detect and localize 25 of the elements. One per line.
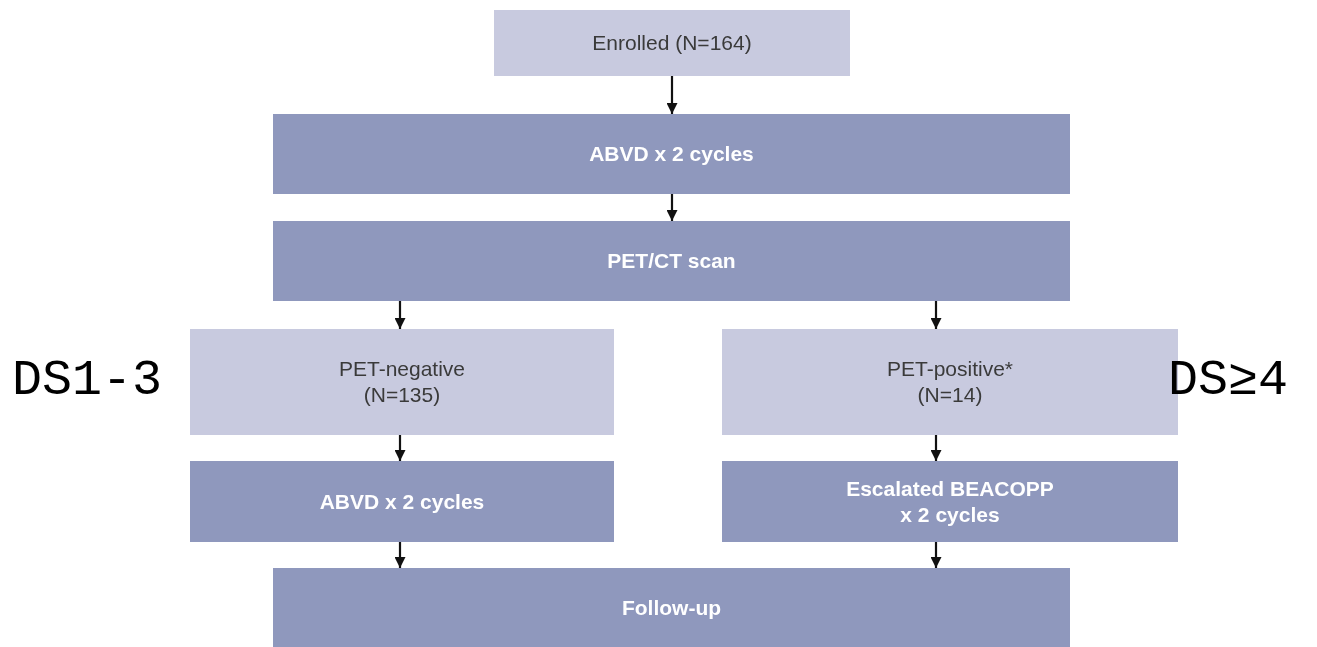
arrow (666, 194, 678, 221)
score-label: DS1-3 (12, 352, 163, 409)
process-box (722, 461, 1178, 542)
arrow (394, 542, 406, 568)
arrow (930, 301, 942, 329)
score-label: DS≥4 (1168, 352, 1289, 409)
arrow (930, 542, 942, 568)
box-label: ABVD x 2 cycles (319, 488, 485, 515)
box-label: PET-positive* (N=14) (885, 356, 1015, 408)
box-label: ABVD x 2 cycles (589, 141, 754, 167)
process-box (190, 329, 614, 435)
arrow (666, 76, 678, 114)
process-box (273, 568, 1070, 647)
box-label: PET-negative (N=135) (337, 356, 467, 408)
process-box (190, 461, 614, 542)
box-label: Enrolled (N=164) (592, 30, 752, 56)
process-box (273, 114, 1070, 194)
process-box (494, 10, 850, 76)
arrow (394, 435, 406, 461)
box-label: Escalated BEACOPP x 2 cycles (845, 475, 1055, 528)
process-box (273, 221, 1070, 301)
arrow (930, 435, 942, 461)
box-label: Follow-up (621, 594, 722, 621)
arrow (394, 301, 406, 329)
box-label: PET/CT scan (607, 248, 736, 274)
